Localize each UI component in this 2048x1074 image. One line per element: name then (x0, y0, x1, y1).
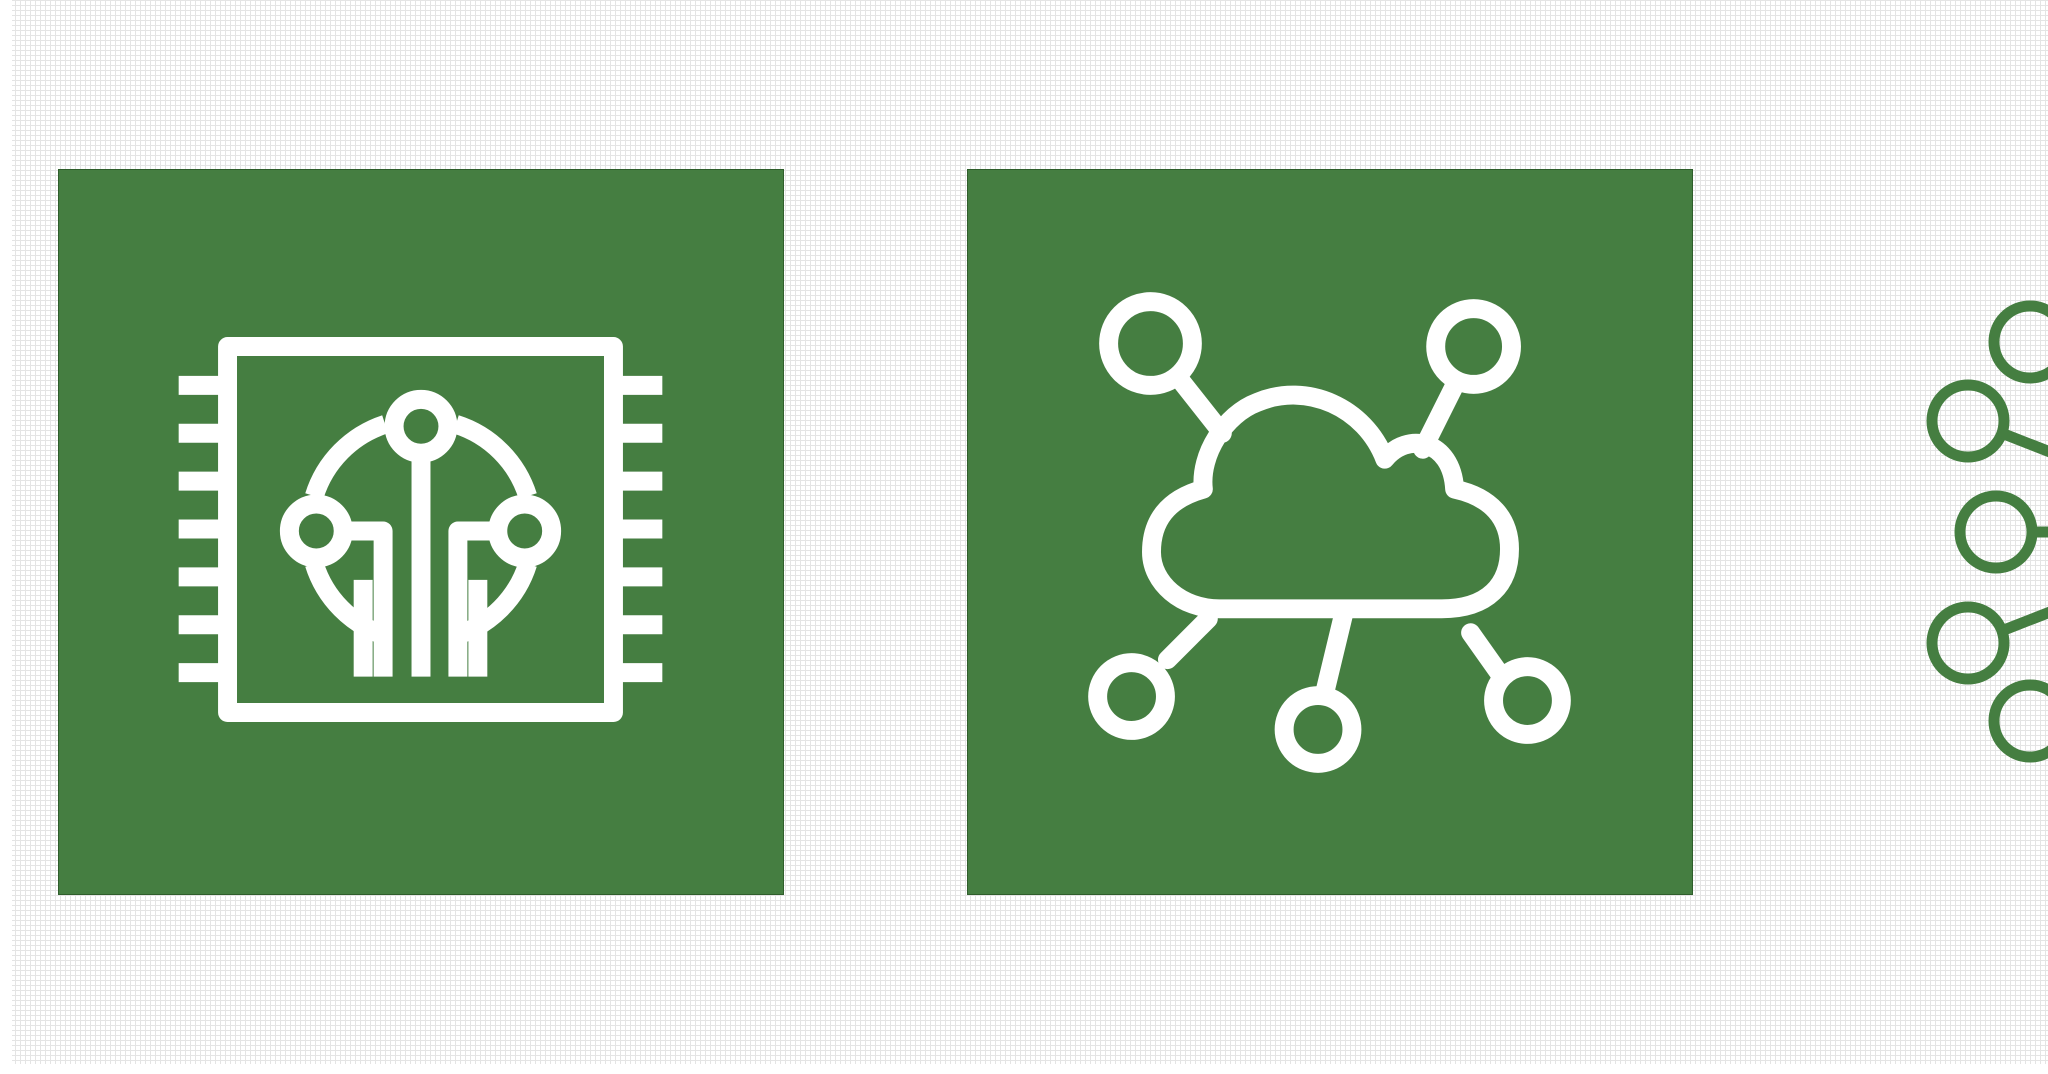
cloud-network-icon-tile[interactable] (967, 169, 1693, 895)
circuit-brain-chip-icon (59, 170, 783, 894)
canvas-left-margin (0, 0, 12, 1074)
ai-chip-icon-tile[interactable] (58, 169, 784, 895)
canvas-bottom-margin (0, 1064, 2048, 1074)
node-graph-icon (1900, 280, 2048, 800)
cloud-network-nodes-icon (968, 170, 1692, 894)
